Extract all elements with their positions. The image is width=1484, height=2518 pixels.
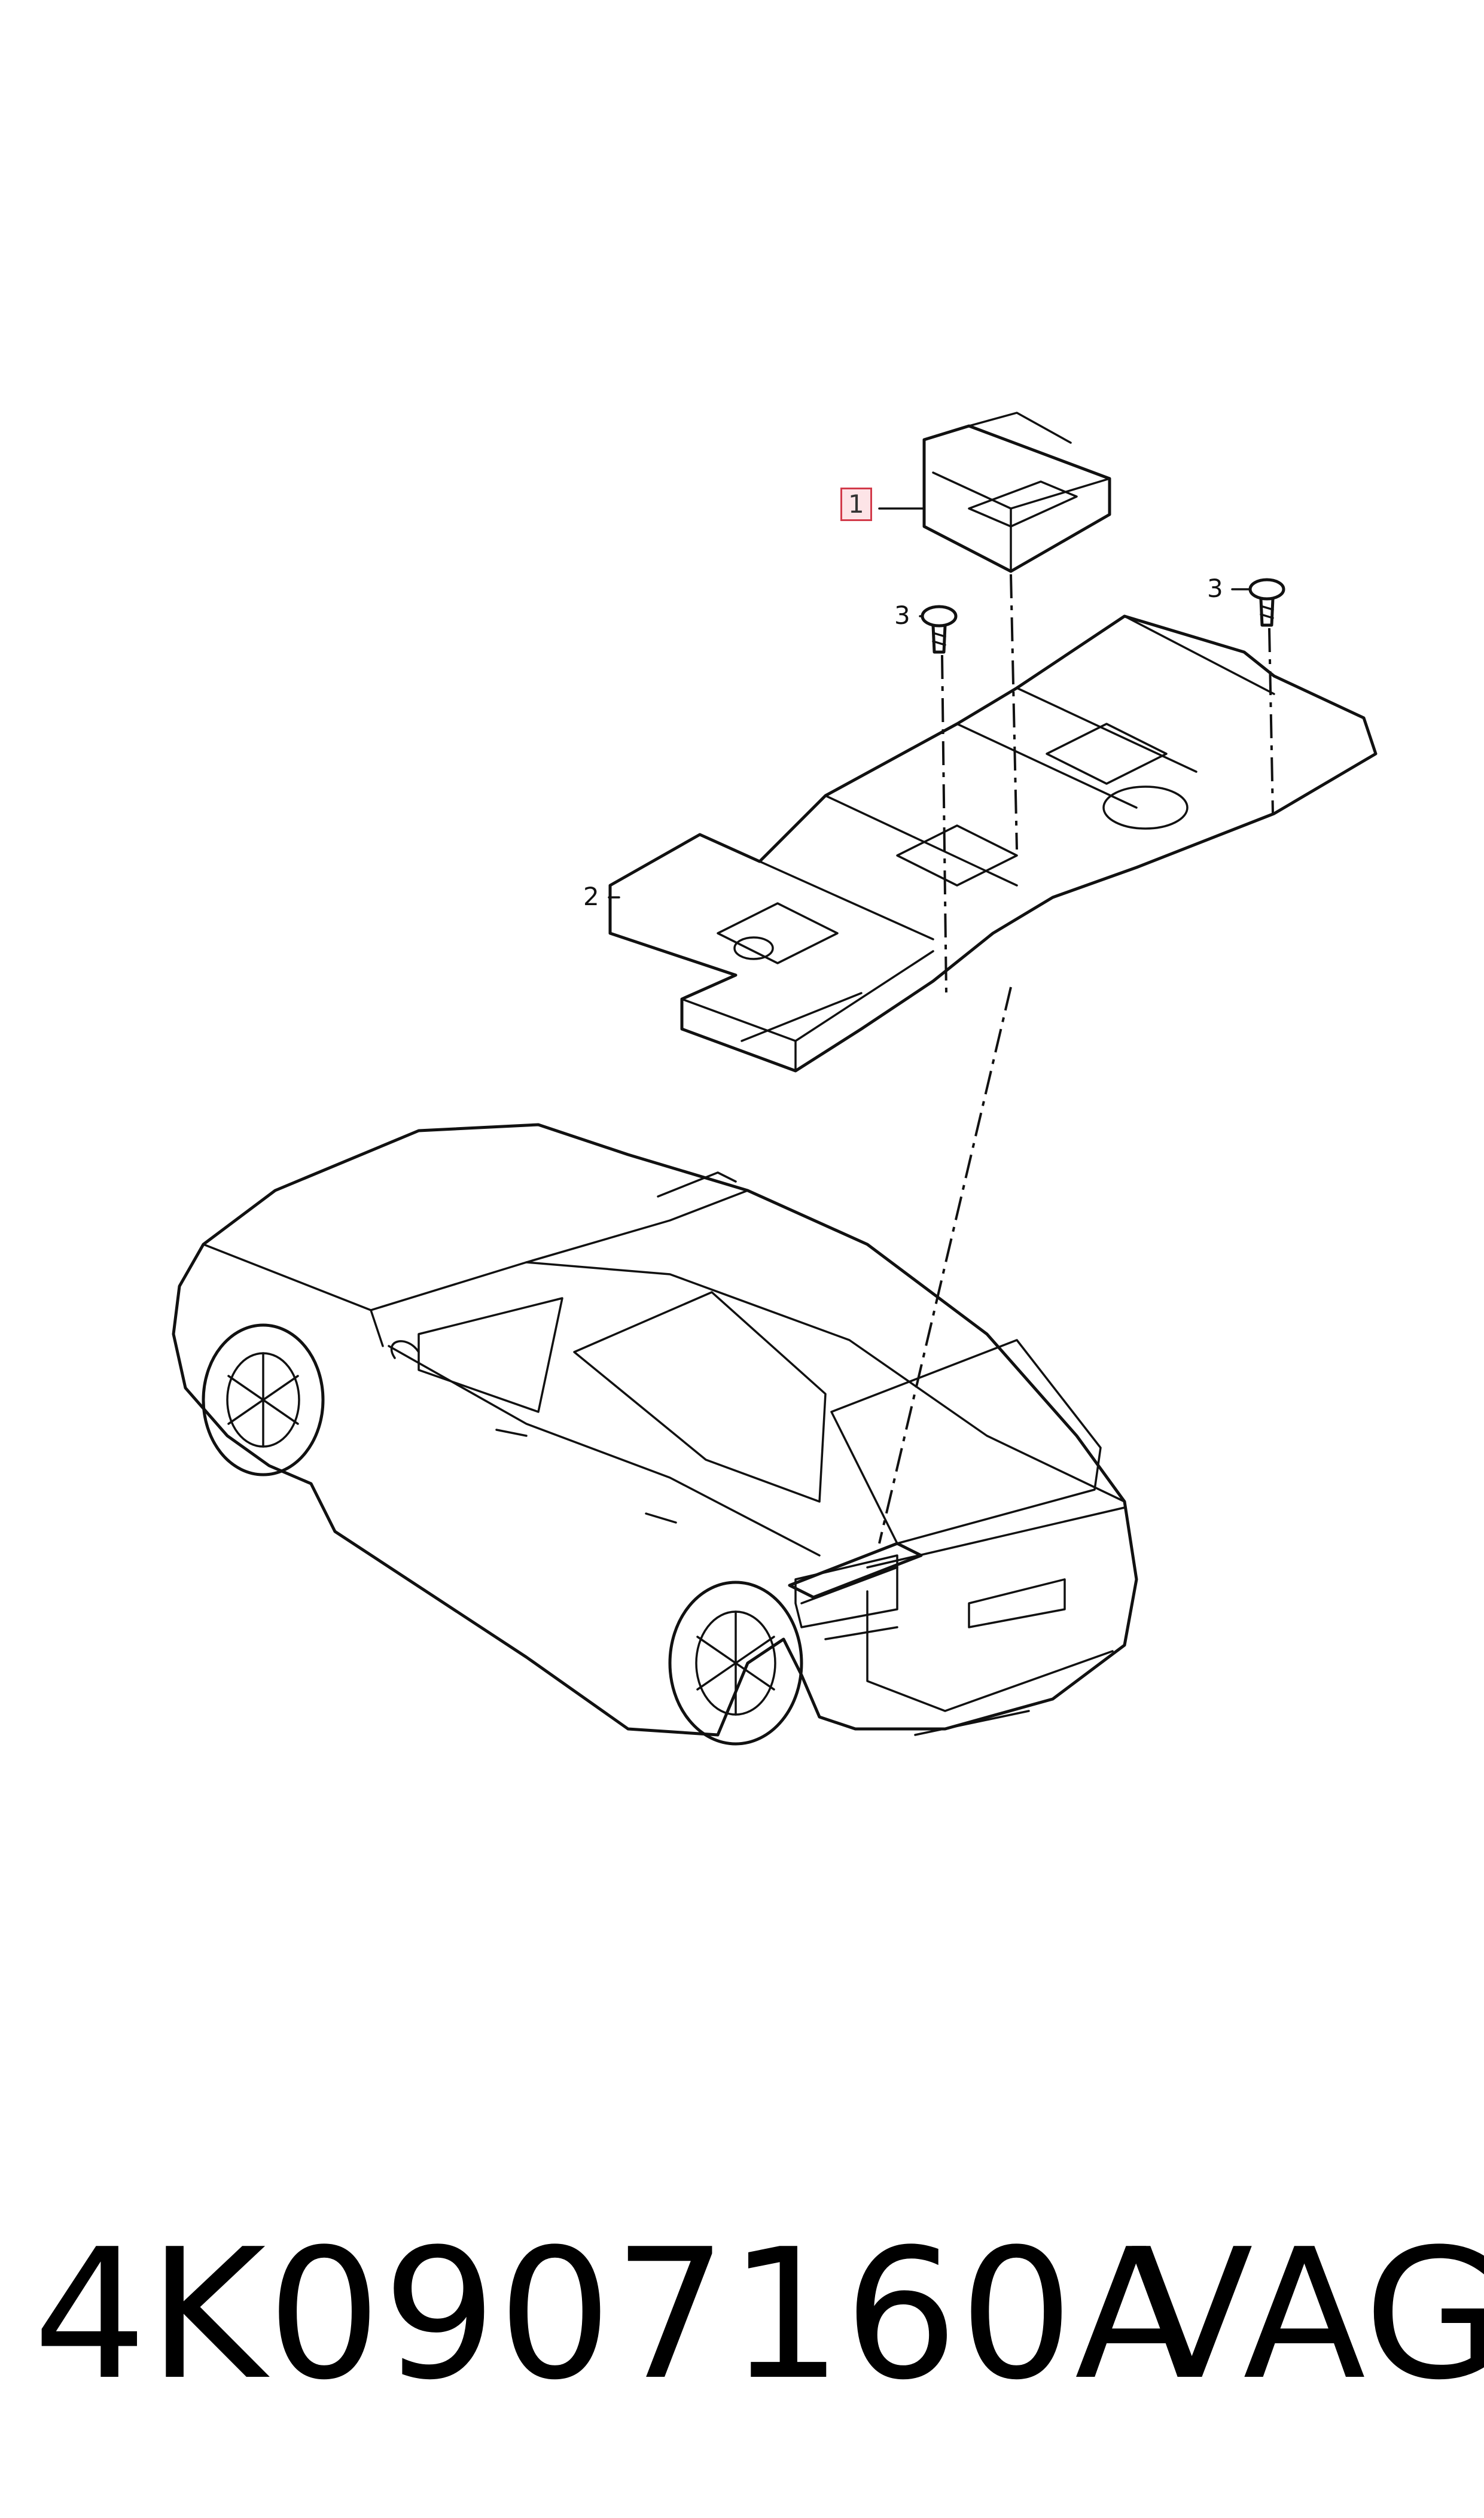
alignment-lines: [878, 574, 1274, 1544]
callout-part-3-right[interactable]: 3: [1207, 574, 1223, 603]
trunk-location-marker: [788, 1542, 923, 1604]
mounting-bracket-part-2: [608, 614, 1378, 1073]
callout-part-1[interactable]: 1: [840, 488, 872, 521]
screw-part-3-left: [921, 605, 958, 654]
callout-part-3-left[interactable]: 3: [894, 601, 910, 630]
screw-part-3-right: [1248, 578, 1285, 627]
part-number-caption: 4K0907160A: [33, 2211, 1199, 2419]
exploded-parts-diagram: [172, 412, 1378, 1746]
brand-caption: VAG: [1130, 2211, 1484, 2419]
vehicle-outline: [172, 1123, 1138, 1746]
control-module-part-1: [922, 412, 1111, 573]
leader-lines: [608, 507, 1250, 899]
callout-part-2[interactable]: 2: [583, 882, 599, 911]
